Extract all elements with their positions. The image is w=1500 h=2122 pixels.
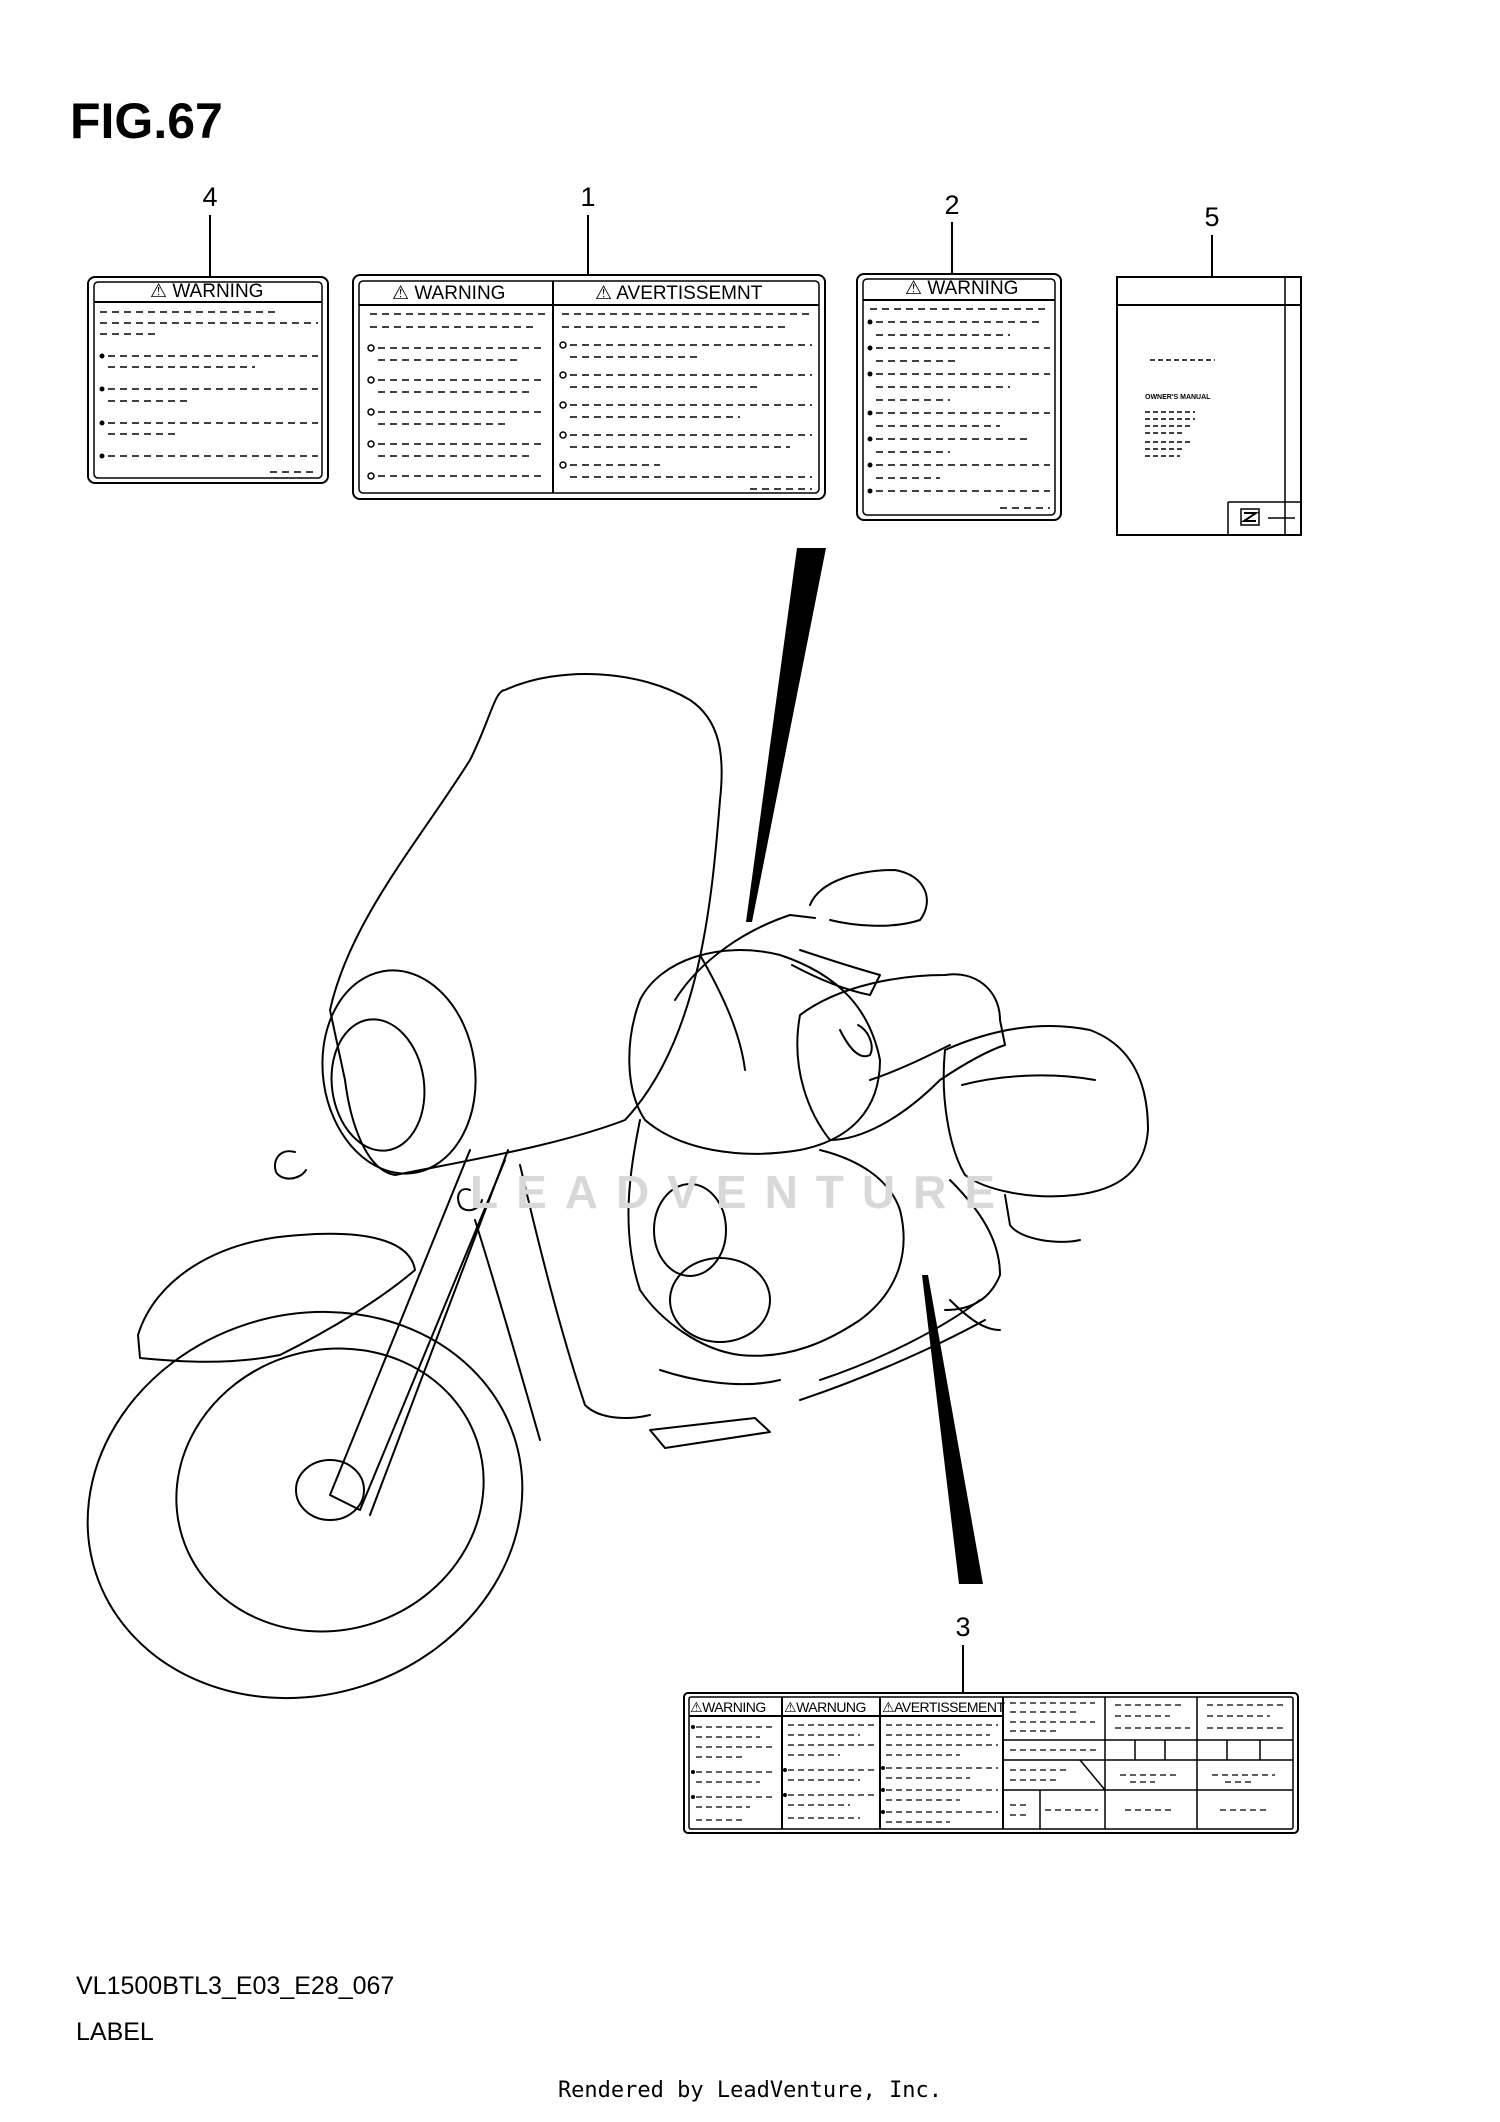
warning-triangle-icon: ⚠ <box>784 1699 797 1715</box>
watermark: LEADVENTURE <box>470 1166 1014 1218</box>
callout-2: 2 <box>944 190 960 220</box>
leader-lines <box>209 215 1213 1693</box>
warning-triangle-icon: ⚠ <box>905 278 923 299</box>
label-3-heading-1: ⚠WARNING <box>690 1699 766 1715</box>
footer-credit: Rendered by LeadVenture, Inc. <box>557 2078 943 2103</box>
label-5-drawing <box>1116 276 1302 536</box>
warning-triangle-icon: ⚠ <box>595 283 613 304</box>
label-2-drawing <box>856 273 1062 521</box>
callout-3: 3 <box>955 1612 971 1642</box>
motorcycle-drawing <box>86 673 1149 1700</box>
label-3-heading-2: ⚠WARNUNG <box>784 1699 866 1715</box>
warning-triangle-icon: ⚠ <box>690 1699 703 1715</box>
callout-1: 1 <box>580 182 596 212</box>
callout-4: 4 <box>202 182 218 212</box>
label-4-drawing <box>87 276 329 484</box>
label-1-drawing <box>352 274 826 500</box>
label-4-heading: ⚠ WARNING <box>150 281 264 302</box>
figure-caption: LABEL <box>76 2018 154 2046</box>
callout-5: 5 <box>1204 202 1220 232</box>
warning-triangle-icon: ⚠ <box>882 1699 895 1715</box>
pointer-wedges <box>746 548 983 1584</box>
label-2-heading: ⚠ WARNING <box>905 278 1019 299</box>
label-5-text: OWNER'S MANUAL <box>1145 394 1211 401</box>
figure-title: FIG.67 <box>70 93 223 149</box>
warning-triangle-icon: ⚠ <box>392 283 410 304</box>
label-3-drawing <box>683 1692 1299 1834</box>
warning-triangle-icon: ⚠ <box>150 281 168 302</box>
label-3-heading-3: ⚠AVERTISSEMENT <box>882 1699 1005 1715</box>
model-code: VL1500BTL3_E03_E28_067 <box>76 1972 395 2000</box>
label-1-heading-right: ⚠ AVERTISSEMNT <box>595 283 763 304</box>
label-1-heading-left: ⚠ WARNING <box>392 283 506 304</box>
